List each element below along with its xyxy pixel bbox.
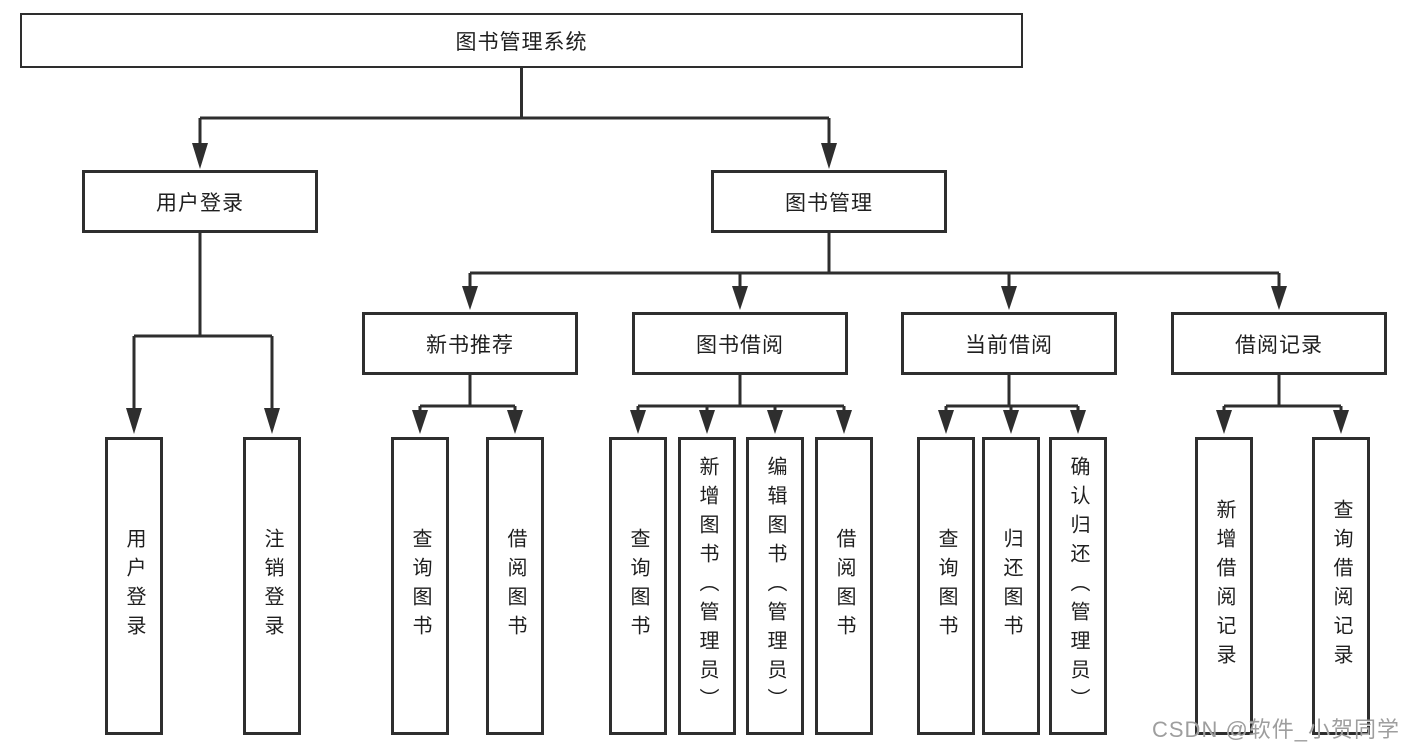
arrowhead-icon — [126, 143, 1349, 434]
leaf-logout-login-label: 注销登录 — [261, 528, 283, 644]
node-book-borrowing-label: 图书借阅 — [696, 333, 784, 357]
leaf-user-login-label: 用户登录 — [123, 528, 145, 644]
leaf-borrow-books-borrow-label: 借阅图书 — [833, 528, 855, 644]
leaf-query-books-borrow-label: 查询图书 — [627, 528, 649, 644]
leaf-query-borrow-record-label: 查询借阅记录 — [1330, 499, 1352, 673]
node-current-borrowing: 当前借阅 — [901, 312, 1117, 375]
node-root-system: 图书管理系统 — [20, 13, 1023, 68]
leaf-borrow-books-newbook: 借阅图书 — [486, 437, 544, 735]
node-new-book-recommendation-label: 新书推荐 — [426, 333, 514, 357]
node-borrowing-records: 借阅记录 — [1171, 312, 1387, 375]
node-new-book-recommendation: 新书推荐 — [362, 312, 578, 375]
leaf-logout-login: 注销登录 — [243, 437, 301, 735]
csdn-watermark: CSDN @软件_小贺同学 — [1152, 717, 1401, 742]
leaf-add-books-admin: 新增图书（管理员） — [678, 437, 736, 735]
leaf-borrow-books-borrow: 借阅图书 — [815, 437, 873, 735]
leaf-user-login: 用户登录 — [105, 437, 163, 735]
leaf-add-books-admin-label: 新增图书（管理员） — [696, 455, 718, 717]
node-current-borrowing-label: 当前借阅 — [965, 333, 1053, 357]
leaf-confirm-return-admin: 确认归还（管理员） — [1049, 437, 1107, 735]
leaf-query-books-newbook-label: 查询图书 — [409, 528, 431, 644]
leaf-query-books-borrow: 查询图书 — [609, 437, 667, 735]
node-borrowing-records-label: 借阅记录 — [1235, 333, 1323, 357]
leaf-edit-books-admin: 编辑图书（管理员） — [746, 437, 804, 735]
leaf-query-borrow-record: 查询借阅记录 — [1312, 437, 1370, 735]
node-book-borrowing: 图书借阅 — [632, 312, 848, 375]
node-book-management: 图书管理 — [711, 170, 947, 233]
leaf-add-borrow-record: 新增借阅记录 — [1195, 437, 1253, 735]
node-book-management-label: 图书管理 — [785, 191, 873, 215]
leaf-return-books-label: 归还图书 — [1000, 528, 1022, 644]
connector-line — [132, 68, 1343, 412]
leaf-confirm-return-admin-label: 确认归还（管理员） — [1067, 455, 1089, 717]
leaf-borrow-books-newbook-label: 借阅图书 — [504, 528, 526, 644]
leaf-add-borrow-record-label: 新增借阅记录 — [1213, 499, 1235, 673]
node-root-system-label: 图书管理系统 — [455, 30, 588, 54]
node-user-login: 用户登录 — [82, 170, 318, 233]
leaf-query-books-current-label: 查询图书 — [935, 528, 957, 644]
leaf-query-books-newbook: 查询图书 — [391, 437, 449, 735]
leaf-return-books: 归还图书 — [982, 437, 1040, 735]
node-user-login-label: 用户登录 — [156, 191, 244, 215]
leaf-query-books-current: 查询图书 — [917, 437, 975, 735]
leaf-edit-books-admin-label: 编辑图书（管理员） — [764, 455, 786, 717]
